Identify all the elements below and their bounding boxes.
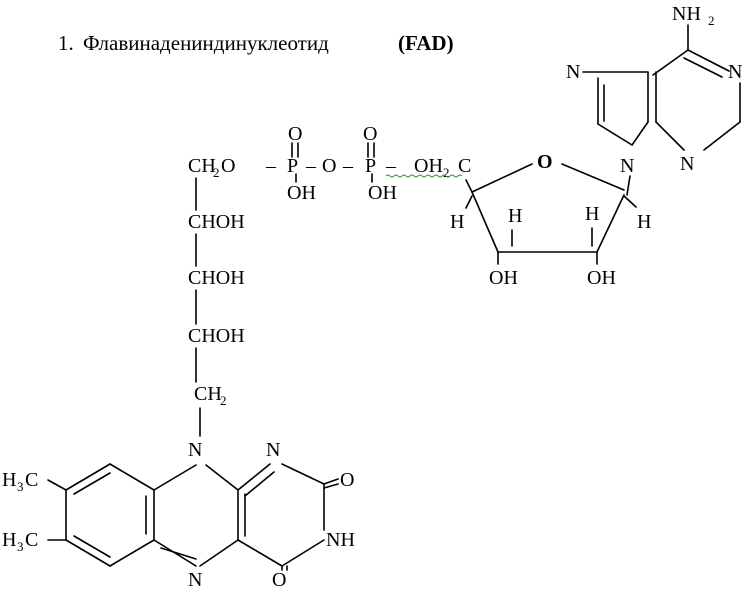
ribityl-ch2-label: CH bbox=[188, 155, 216, 177]
diagram-title: 1. Флавинадениндинуклеотид (FAD) bbox=[58, 31, 454, 55]
ribityl-ch2-subscript: 2 bbox=[213, 165, 220, 180]
phosphate-double-bonds bbox=[291, 142, 375, 183]
ribose-oh-c3: OH bbox=[489, 267, 518, 289]
ribose-ring-oxygen: O bbox=[537, 151, 553, 173]
adenine-n7-label: N bbox=[566, 61, 580, 83]
methyl-bottom-c: C bbox=[25, 529, 38, 551]
flavin-o2: O bbox=[340, 469, 354, 491]
flavin-n5: N bbox=[188, 569, 202, 591]
flavin-n1: N bbox=[266, 439, 280, 461]
adenine-amine-label: NH bbox=[672, 3, 701, 25]
flavin-o4: O bbox=[272, 569, 286, 591]
phosphate-oh-1: OH bbox=[287, 182, 316, 204]
ester-oh-subscript: 2 bbox=[443, 165, 450, 180]
ribityl-ch2-bottom: CH bbox=[194, 383, 222, 405]
phosphoryl-o-1: O bbox=[288, 123, 302, 145]
phosphate-oh-2: OH bbox=[368, 182, 397, 204]
adenine-amine-subscript: 2 bbox=[708, 13, 715, 28]
ribose-bonds bbox=[465, 163, 637, 265]
phosphorus-2: P bbox=[365, 155, 376, 177]
adenine-group: NH 2 N N N N bbox=[566, 3, 742, 177]
ribose-h-c3: H bbox=[508, 205, 522, 227]
bridge-dash-2: – bbox=[305, 155, 317, 177]
adenine-n1-label: N bbox=[728, 61, 742, 83]
methyl-bottom-h: H bbox=[2, 529, 16, 551]
ester-carbon-label: C bbox=[458, 155, 471, 177]
ribityl-bonds bbox=[195, 177, 201, 437]
ribityl-o-label: O bbox=[221, 155, 235, 177]
ribityl-choh-2: CHOH bbox=[188, 267, 245, 289]
methyl-top-h: H bbox=[2, 469, 16, 491]
ribityl-ch2-bottom-subscript: 2 bbox=[220, 393, 227, 408]
title-number: 1. bbox=[58, 31, 74, 55]
ribose-h-c1: H bbox=[637, 211, 651, 233]
adenine-n9-label: N bbox=[620, 155, 634, 177]
methyl-top-c: C bbox=[25, 469, 38, 491]
bridge-dash-4: – bbox=[385, 155, 397, 177]
bridge-oxygen: O bbox=[322, 155, 336, 177]
bridge-dash-3: – bbox=[342, 155, 354, 177]
methyl-bottom-subscript: 3 bbox=[17, 539, 24, 554]
ester-oh-label: OH bbox=[414, 155, 443, 177]
ribityl-choh-1: CHOH bbox=[188, 211, 245, 233]
isoalloxazine-group: N N O NH O N H 3 C H 3 C bbox=[2, 439, 355, 591]
title-name: Флавинадениндинуклеотид bbox=[83, 31, 329, 55]
adenine-n3-label: N bbox=[680, 153, 694, 175]
phosphoryl-o-2: O bbox=[363, 123, 377, 145]
ribityl-choh-3: CHOH bbox=[188, 325, 245, 347]
bridge-dash-1: – bbox=[265, 155, 277, 177]
phosphorus-1: P bbox=[287, 155, 298, 177]
ribose-oh-c2: OH bbox=[587, 267, 616, 289]
flavin-bonds bbox=[47, 463, 339, 571]
spellcheck-underline bbox=[385, 174, 463, 178]
ribose-h-c2: H bbox=[585, 203, 599, 225]
adenine-bonds bbox=[582, 24, 741, 151]
methyl-top-subscript: 3 bbox=[17, 479, 24, 494]
ribose-h-c4: H bbox=[450, 211, 464, 233]
flavin-n3h: NH bbox=[326, 529, 355, 551]
flavin-n10: N bbox=[188, 439, 202, 461]
diphosphate-bridge: CH 2 O – P O OH – O – P O OH – OH 2 C bbox=[188, 123, 471, 204]
title-abbr: (FAD) bbox=[398, 31, 454, 55]
ribose-ring: O H H H H OH OH bbox=[450, 151, 651, 289]
ribityl-chain: CHOH CHOH CHOH CH 2 bbox=[188, 177, 245, 437]
